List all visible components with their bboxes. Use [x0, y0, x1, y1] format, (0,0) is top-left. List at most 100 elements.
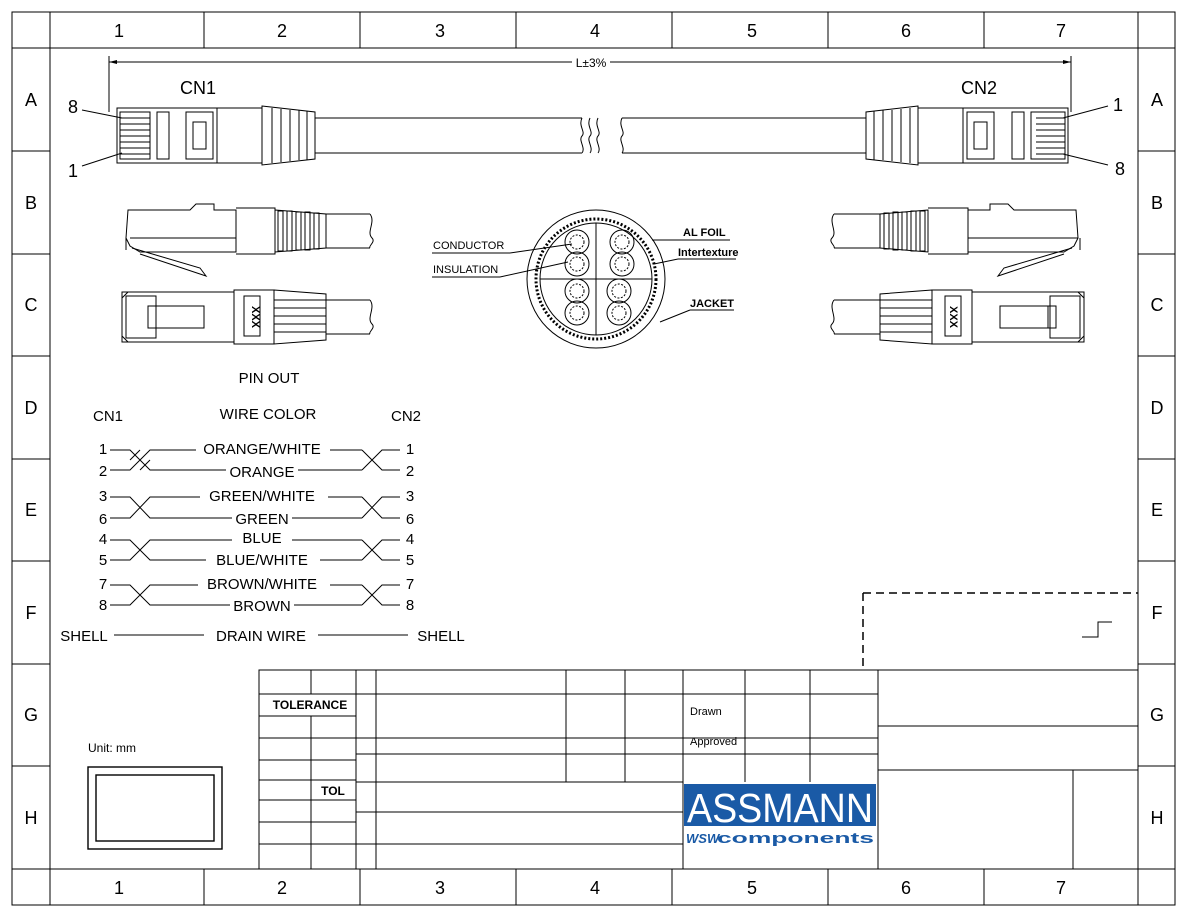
row-label: C [1151, 295, 1164, 315]
unit-box [87, 766, 223, 850]
wire-color: GREEN/WHITE [209, 488, 315, 505]
revision-dashed-box [862, 592, 1138, 668]
pinout-pair-4: 7 8 BROWN/WHITE BROWN 7 8 [99, 576, 414, 615]
row-labels-right: A B C D E F G H [1150, 90, 1164, 828]
conductor-label: CONDUCTOR [433, 240, 504, 252]
col-label: 1 [114, 21, 124, 41]
drawn-label: Drawn [690, 706, 722, 718]
assmann-logo: ASSMANN WSW components [684, 784, 876, 847]
row-label: B [25, 193, 37, 213]
col-label: 6 [901, 878, 911, 898]
row-label: F [26, 603, 37, 623]
pin-number: 2 [406, 463, 414, 480]
pin-number: 1 [99, 441, 107, 458]
length-dimension: L±3% [108, 56, 1072, 112]
wire-color: ORANGE [229, 464, 294, 481]
row-label: B [1151, 193, 1163, 213]
pin-1-label: 1 [1113, 95, 1123, 115]
col-label: 7 [1056, 878, 1066, 898]
pinout-pair-3: 4 5 BLUE BLUE/WHITE 4 5 [99, 530, 414, 569]
pin-pointer [1062, 105, 1109, 119]
approved-label: Approved [690, 736, 737, 748]
col-label: 6 [901, 21, 911, 41]
pin-number: 7 [99, 576, 107, 593]
col-label: 2 [277, 21, 287, 41]
cn1-plug-bottom-view [121, 289, 374, 345]
tol-label: TOL [321, 784, 345, 798]
logo-background [684, 784, 876, 826]
pin-number: 5 [99, 552, 107, 569]
cn2-plug-bottom-view [830, 289, 1085, 345]
pin-pointer [1062, 153, 1109, 166]
pin-8-label: 8 [1115, 159, 1125, 179]
pin-number: 3 [406, 488, 414, 505]
wire-color: GREEN [235, 511, 288, 528]
pin-number: 3 [99, 488, 107, 505]
cn2-label: CN2 [961, 78, 997, 98]
pin-number: 4 [99, 531, 107, 548]
row-label: E [1151, 500, 1163, 520]
pin-1-label: 1 [68, 161, 78, 181]
column-dividers [203, 12, 985, 905]
logo-brand-prefix: WSW [686, 831, 721, 846]
pin-number: 1 [406, 441, 414, 458]
pin-number: 6 [406, 511, 414, 528]
row-label: G [24, 705, 38, 725]
pin-number: 7 [406, 576, 414, 593]
row-label: A [25, 90, 37, 110]
pinout-col-cn1: CN1 [93, 408, 123, 425]
drain-wire-label: DRAIN WIRE [216, 628, 306, 645]
pin-number: 6 [99, 511, 107, 528]
col-label: 7 [1056, 21, 1066, 41]
wire-color: BROWN/WHITE [207, 576, 317, 593]
cn2-plug-side-view [830, 203, 1081, 277]
pin-8-label: 8 [68, 97, 78, 117]
row-label: D [1151, 398, 1164, 418]
row-dividers [12, 150, 1175, 767]
row-label: C [25, 295, 38, 315]
pin-number: 5 [406, 552, 414, 569]
xxx-mark: XXX [947, 306, 959, 329]
col-label: 5 [747, 878, 757, 898]
row-label: A [1151, 90, 1163, 110]
pinout-col-cn2: CN2 [391, 408, 421, 425]
pin-number: 8 [406, 597, 414, 614]
pinout-col-wire: WIRE COLOR [220, 406, 317, 423]
pin-pointer [81, 152, 123, 167]
row-label: H [1151, 808, 1164, 828]
tolerance-label: TOLERANCE [273, 698, 347, 712]
xxx-mark: XXX [249, 306, 261, 329]
col-label: 5 [747, 21, 757, 41]
pin-pointer [81, 109, 123, 119]
row-labels-left: A B C D E F G H [24, 90, 38, 828]
shell-left-label: SHELL [60, 628, 108, 645]
pin-number: 8 [99, 597, 107, 614]
logo-brand-sub: components [717, 830, 874, 847]
logo-brand: ASSMANN [687, 785, 873, 831]
column-labels-bottom: 1 2 3 4 5 6 7 [114, 878, 1066, 898]
pinout-pair-2: 3 6 GREEN/WHITE GREEN 3 6 [99, 488, 414, 528]
row-label: G [1150, 705, 1164, 725]
row-label: F [1152, 603, 1163, 623]
unit-label: Unit: mm [88, 741, 136, 755]
cable-cross-section [432, 209, 736, 349]
wire-color: BLUE/WHITE [216, 552, 308, 569]
col-label: 3 [435, 878, 445, 898]
row-label: D [25, 398, 38, 418]
shell-right-label: SHELL [417, 628, 465, 645]
length-label: L±3% [576, 56, 607, 70]
pinout-pair-1: 1 2 ORANGE/WHITE ORANGE 1 2 [99, 441, 414, 481]
col-label: 1 [114, 878, 124, 898]
row-label: E [25, 500, 37, 520]
cn1-label: CN1 [180, 78, 216, 98]
pinout-title: PIN OUT [239, 370, 300, 387]
jacket-label: JACKET [690, 298, 734, 310]
cn2-plug-top-view [596, 105, 1069, 166]
wire-color: BROWN [233, 598, 291, 615]
cn1-plug-top-view [116, 105, 592, 166]
col-label: 4 [590, 878, 600, 898]
cn1-plug-side-view [125, 203, 374, 277]
pinout-shell-drain: SHELL DRAIN WIRE SHELL [60, 628, 465, 645]
pin-number: 4 [406, 531, 414, 548]
